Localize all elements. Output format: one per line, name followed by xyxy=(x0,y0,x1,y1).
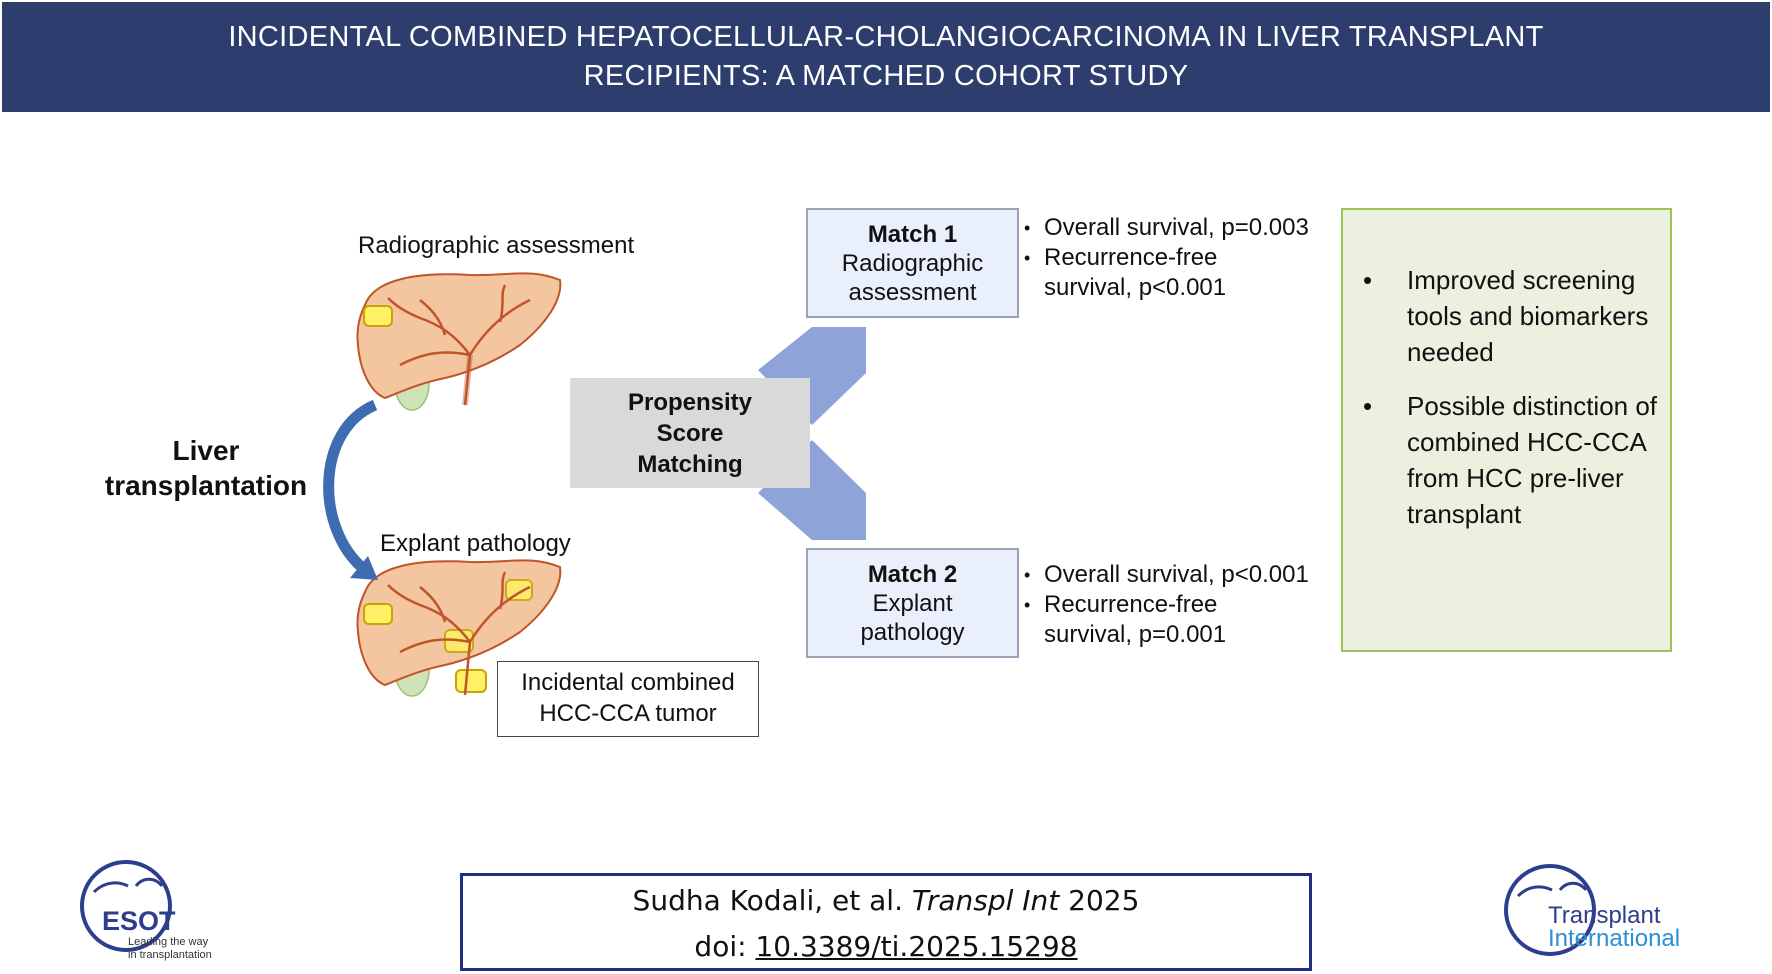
doi-link[interactable]: 10.3389/ti.2025.15298 xyxy=(755,930,1078,963)
doi-prefix: doi: xyxy=(694,930,747,963)
citation-authors: Sudha Kodali, et al. xyxy=(632,884,903,917)
citation-year: 2025 xyxy=(1068,884,1140,917)
match-1-title: Match 1 xyxy=(867,221,958,248)
propensity-score-matching-box: Propensity Score Matching xyxy=(570,378,810,488)
curved-arrow-icon xyxy=(323,399,378,575)
arrow-down-connector-icon xyxy=(758,440,866,540)
match-2-results: •Overall survival, p<0.001 •Recurrence-f… xyxy=(1024,560,1309,650)
citation-journal: Transpl Int xyxy=(911,884,1060,917)
explant-pathology-label: Explant pathology xyxy=(380,530,571,557)
liver-illustration-radiographic xyxy=(356,272,562,411)
radiographic-assessment-label: Radiographic assessment xyxy=(358,232,635,259)
liver-transplantation-label: Liver transplantation xyxy=(104,435,308,501)
match-1-box: Match 1 Radiographic assessment xyxy=(806,208,1019,318)
tumor-icon xyxy=(363,305,393,327)
conclusion-item: •Possible distinction of combined HCC-CC… xyxy=(1363,391,1658,529)
match-1-results: •Overall survival, p=0.003 •Recurrence-f… xyxy=(1024,213,1309,303)
esot-name: ESOT xyxy=(102,906,176,936)
esot-circle-icon xyxy=(80,860,172,952)
esot-tagline: Leading the way in transplantation xyxy=(128,936,212,961)
citation-box: Sudha Kodali, et al. Transpl Int 2025 do… xyxy=(460,873,1312,971)
incidental-tumor-box: Incidental combined HCC-CCA tumor xyxy=(497,661,759,737)
conclusion-item: •Improved screening tools and biomarkers… xyxy=(1363,265,1649,367)
arrow-up-connector-icon xyxy=(758,327,866,425)
title-banner: INCIDENTAL COMBINED HEPATOCELLULAR-CHOLA… xyxy=(2,2,1770,112)
title-line-2: RECIPIENTS: A MATCHED COHORT STUDY xyxy=(583,60,1189,92)
match-2-result-overall: •Overall survival, p<0.001 xyxy=(1024,561,1309,588)
conclusions-box: •Improved screening tools and biomarkers… xyxy=(1341,208,1672,652)
liver-illustration-explant xyxy=(356,559,562,697)
title-line-1: INCIDENTAL COMBINED HEPATOCELLULAR-CHOLA… xyxy=(228,21,1544,53)
match-2-box: Match 2 Explant pathology xyxy=(806,548,1019,658)
transplant-international-logo: Transplant International xyxy=(1500,860,1720,970)
ti-name-line2: International xyxy=(1548,925,1681,952)
esot-logo: ESOT Leading the way in transplantation xyxy=(76,856,236,966)
match-1-result-overall: •Overall survival, p=0.003 xyxy=(1024,214,1309,241)
ti-circle-icon xyxy=(1504,864,1596,956)
match-2-title: Match 2 xyxy=(867,561,958,588)
ti-name-line1: Transplant xyxy=(1548,902,1661,929)
